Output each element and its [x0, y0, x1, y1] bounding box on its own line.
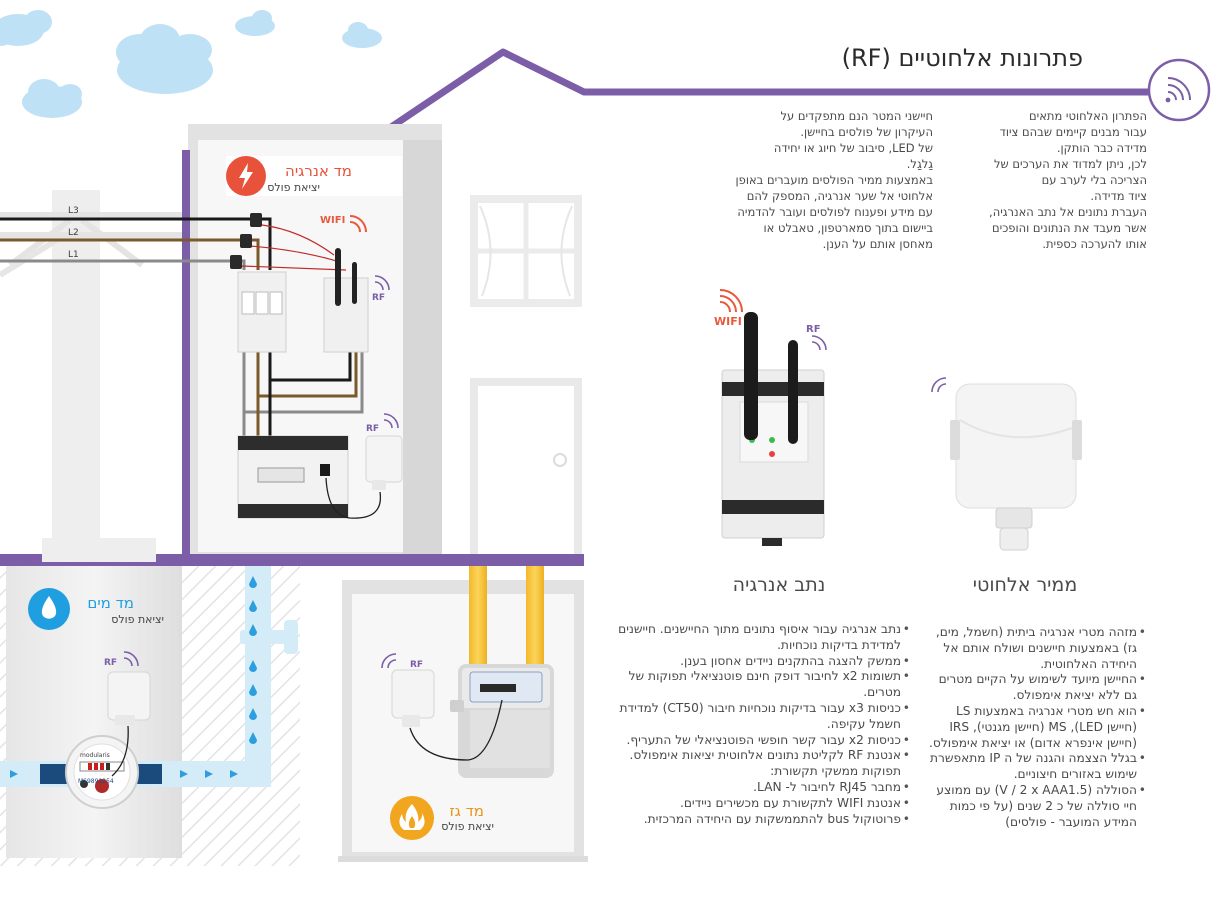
router-section-title: נתב אנרגיה — [732, 574, 826, 596]
rf-signal-icon — [1147, 58, 1211, 122]
converter-feature-item: הוא חש מטרי אנרגיה באמצעות LS (חיישן LED… — [924, 704, 1146, 751]
router-feature-item: אנטנת WIFI לתקשורת עם מכשירים ניידים. — [596, 796, 910, 812]
rf-label-cabinet: RF — [372, 293, 386, 303]
gas-meter-sublabel: יציאת פולס — [441, 820, 494, 833]
rf-label-product: RF — [806, 324, 821, 335]
router-feature-item: כניסות x2 עבור קשר חופשי הפוטנציאלי של ה… — [596, 733, 910, 749]
router-feature-item: מחבר RJ45 לחיבור ל- LAN. — [596, 780, 910, 796]
wifi-label-cabinet: WIFI — [320, 215, 346, 226]
gas-pulse-converter — [391, 669, 503, 761]
line-label-l2: L2 — [68, 228, 79, 238]
water-meter-sublabel: יציאת פולס — [111, 613, 164, 626]
gas-meter-label: מד גז — [449, 802, 484, 820]
utility-pole — [0, 190, 190, 560]
lightning-icon — [226, 156, 266, 196]
cloud-icon — [22, 79, 82, 118]
router-feature-item: ממשק להצגה בהתקנים ניידים אחסון בענן. — [596, 654, 910, 670]
line-label-l3: L3 — [68, 206, 79, 216]
water-meter-pillar — [6, 538, 182, 858]
house-roof — [328, 48, 1150, 171]
converter-section-title: ממיר אלחוטי — [972, 574, 1078, 596]
current-transformers — [230, 213, 262, 269]
router-feature-item: אנטנת RF לקליטת נתונים אלחוטית יציאות אי… — [596, 748, 910, 764]
converter-feature-item: בגלל הצצמה והגנה של ה IP מתאפשרת שימוש ב… — [924, 751, 1146, 783]
flame-icon — [390, 796, 434, 840]
water-meter-badge: מד מים יציאת פולס — [28, 588, 178, 630]
water-meter-label: מד מים — [87, 594, 134, 612]
water-pulse-converter — [107, 671, 151, 777]
router-feature-item: כניסות x3 עבור בדיקות נוכחיות חיבור (CT5… — [596, 701, 911, 733]
wifi-label-product: WIFI — [714, 315, 742, 328]
cabinet-energy-router — [323, 248, 369, 353]
router-feature-item: תשומות x2 לחיבור דופק חינם פוטנציאלי תפו… — [596, 669, 910, 701]
water-meter-device — [40, 735, 162, 809]
circuit-breaker — [237, 271, 287, 353]
energy-pulse-converter — [325, 435, 403, 519]
router-feature-item: פרוטוקול bus להתממשקות עם היחידה המרכזית… — [596, 812, 910, 828]
water-meter-serial: MS9891254 — [78, 778, 114, 785]
router-feature-item: תפוקות ממשקי תקשורת: — [770, 764, 901, 779]
intro-left-paragraph: חיישני המטר הנם מתפקדים על העיקרון של פו… — [735, 109, 933, 251]
cloud-icon — [342, 22, 382, 48]
cloud-icon — [0, 10, 52, 46]
water-meter-brand: modularis — [80, 752, 110, 759]
energy-router-product — [721, 312, 825, 546]
router-feature-item: נתב אנרגיה עבור איסוף נתונים מתוך החיישנ… — [596, 622, 910, 654]
energy-meter-label: מד אנרגיה — [285, 162, 352, 180]
cloud-icon — [116, 24, 213, 94]
converter-feature-item: החיישן מיועד לשימוש על הקיים מטרים גם לל… — [924, 672, 1146, 704]
energy-meter-sublabel: יציאת פולס — [267, 181, 320, 194]
converter-feature-list: מזהה מטרי אנרגיה ביתית (חשמל, מים, גז) ב… — [924, 625, 1146, 830]
line-label-l1: L1 — [68, 250, 79, 260]
rf-label-water: RF — [104, 658, 118, 668]
water-drop-icon — [28, 588, 70, 630]
cloud-icon — [235, 10, 275, 36]
intro-right-paragraph: הפתרון האלחוטי מתאים עבור מבנים קיימים ש… — [989, 109, 1147, 251]
energy-meter-badge: מד אנרגיה יציאת פולס — [226, 156, 402, 196]
converter-feature-item: הסוללה (V / 2 x AAA1.5) עם ממוצע חיי סול… — [924, 783, 1146, 830]
page-title: פתרונות אלחוטיים (RF) — [841, 44, 1083, 72]
rf-label-gas: RF — [410, 660, 424, 670]
window — [470, 195, 582, 307]
rf-label-meter: RF — [366, 424, 380, 434]
gas-meter-device — [450, 664, 554, 778]
electricity-meter — [237, 435, 349, 519]
gas-meter-badge: מד גז יציאת פולס — [390, 796, 540, 840]
door — [470, 378, 582, 556]
wireless-converter-product — [950, 383, 1082, 551]
router-feature-list: נתב אנרגיה עבור איסוף נתונים מתוך החיישנ… — [596, 622, 910, 827]
converter-feature-item: מזהה מטרי אנרגיה ביתית (חשמל, מים, גז) ב… — [924, 625, 1146, 672]
